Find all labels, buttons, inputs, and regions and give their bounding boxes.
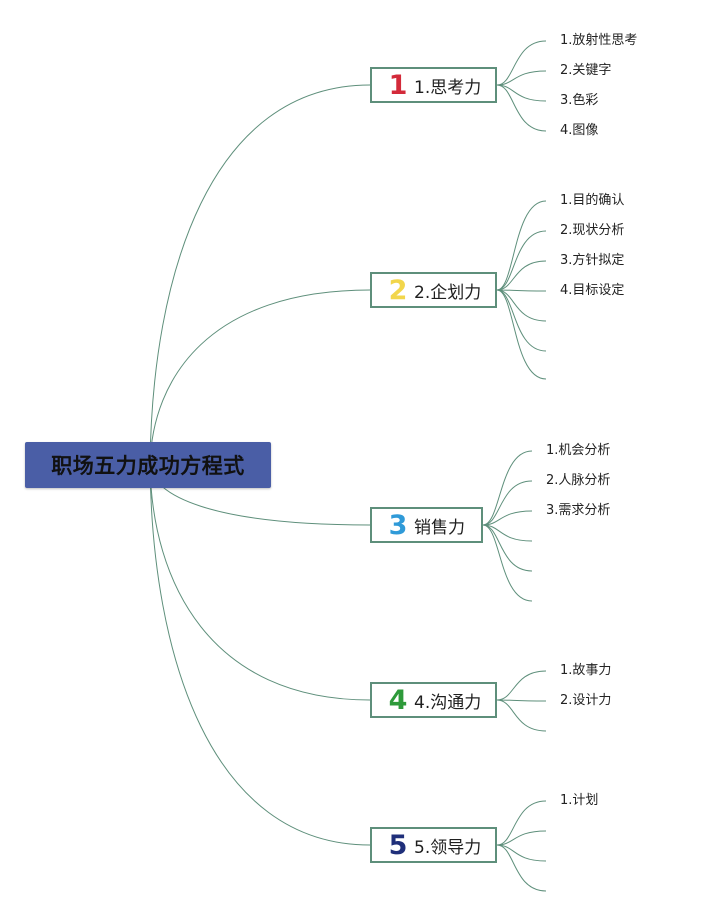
number-5-icon: 5 <box>388 829 408 861</box>
branch-label: 4.沟通力 <box>414 692 482 713</box>
leaf-item[interactable]: 1.故事力 <box>560 663 612 678</box>
root-connector <box>149 84 371 466</box>
leaf-item[interactable]: 4.图像 <box>560 123 599 138</box>
leaf-connector <box>482 450 533 526</box>
leaf-item[interactable]: 1.计划 <box>560 793 599 808</box>
branch-label: 2.企划力 <box>414 282 482 303</box>
branch-label: 1.思考力 <box>414 77 482 98</box>
branch-node-leadership[interactable]: 5 5.领导力 <box>370 827 497 863</box>
leaf-connector <box>496 844 547 892</box>
number-2-icon: 2 <box>388 274 408 306</box>
leaf-item[interactable]: 1.目的确认 <box>560 193 625 208</box>
leaf-connector <box>496 289 547 380</box>
leaf-item[interactable]: 2.关键字 <box>560 63 612 78</box>
leaf-connector <box>482 524 533 602</box>
leaf-item[interactable]: 2.设计力 <box>560 693 612 708</box>
number-1-icon: 1 <box>388 69 408 101</box>
leaf-connector <box>496 84 547 102</box>
branch-label: 销售力 <box>414 517 465 538</box>
number-3-icon: 3 <box>388 509 408 541</box>
leaf-item[interactable]: 1.放射性思考 <box>560 33 638 48</box>
leaf-connector <box>482 524 533 572</box>
branch-label: 5.领导力 <box>414 837 482 858</box>
leaf-connector <box>496 289 547 292</box>
leaf-connector <box>496 84 547 132</box>
root-title: 职场五力成功方程式 <box>51 454 245 478</box>
leaf-item[interactable]: 4.目标设定 <box>560 283 625 298</box>
leaf-connector <box>496 800 547 846</box>
root-node[interactable]: 职场五力成功方程式 <box>25 442 271 488</box>
leaf-connector <box>496 70 547 86</box>
root-connector <box>149 464 371 701</box>
leaf-connector <box>496 40 547 86</box>
leaf-connector <box>496 830 547 846</box>
root-connector <box>149 464 371 846</box>
number-4-icon: 4 <box>388 684 408 716</box>
leaf-item[interactable]: 3.方针拟定 <box>560 253 625 268</box>
leaf-connector <box>496 289 547 322</box>
leaf-connector <box>496 230 547 291</box>
branch-node-communication[interactable]: 4 4.沟通力 <box>370 682 497 718</box>
root-connector <box>149 289 371 466</box>
branch-node-thinking[interactable]: 1 1.思考力 <box>370 67 497 103</box>
leaf-connector <box>496 260 547 291</box>
leaf-item[interactable]: 1.机会分析 <box>546 443 611 458</box>
leaf-connector <box>496 699 547 702</box>
leaf-connector <box>482 524 533 542</box>
leaf-item[interactable]: 3.需求分析 <box>546 503 611 518</box>
branch-node-sales[interactable]: 3 销售力 <box>370 507 483 543</box>
leaf-connector <box>496 844 547 862</box>
leaf-connector <box>496 699 547 732</box>
branch-node-planning[interactable]: 2 2.企划力 <box>370 272 497 308</box>
leaf-connector <box>482 510 533 526</box>
leaf-item[interactable]: 3.色彩 <box>560 93 599 108</box>
leaf-item[interactable]: 2.人脉分析 <box>546 473 611 488</box>
leaf-item[interactable]: 2.现状分析 <box>560 223 625 238</box>
leaf-connector <box>496 670 547 701</box>
leaf-connector <box>496 200 547 291</box>
leaf-connector <box>482 480 533 526</box>
